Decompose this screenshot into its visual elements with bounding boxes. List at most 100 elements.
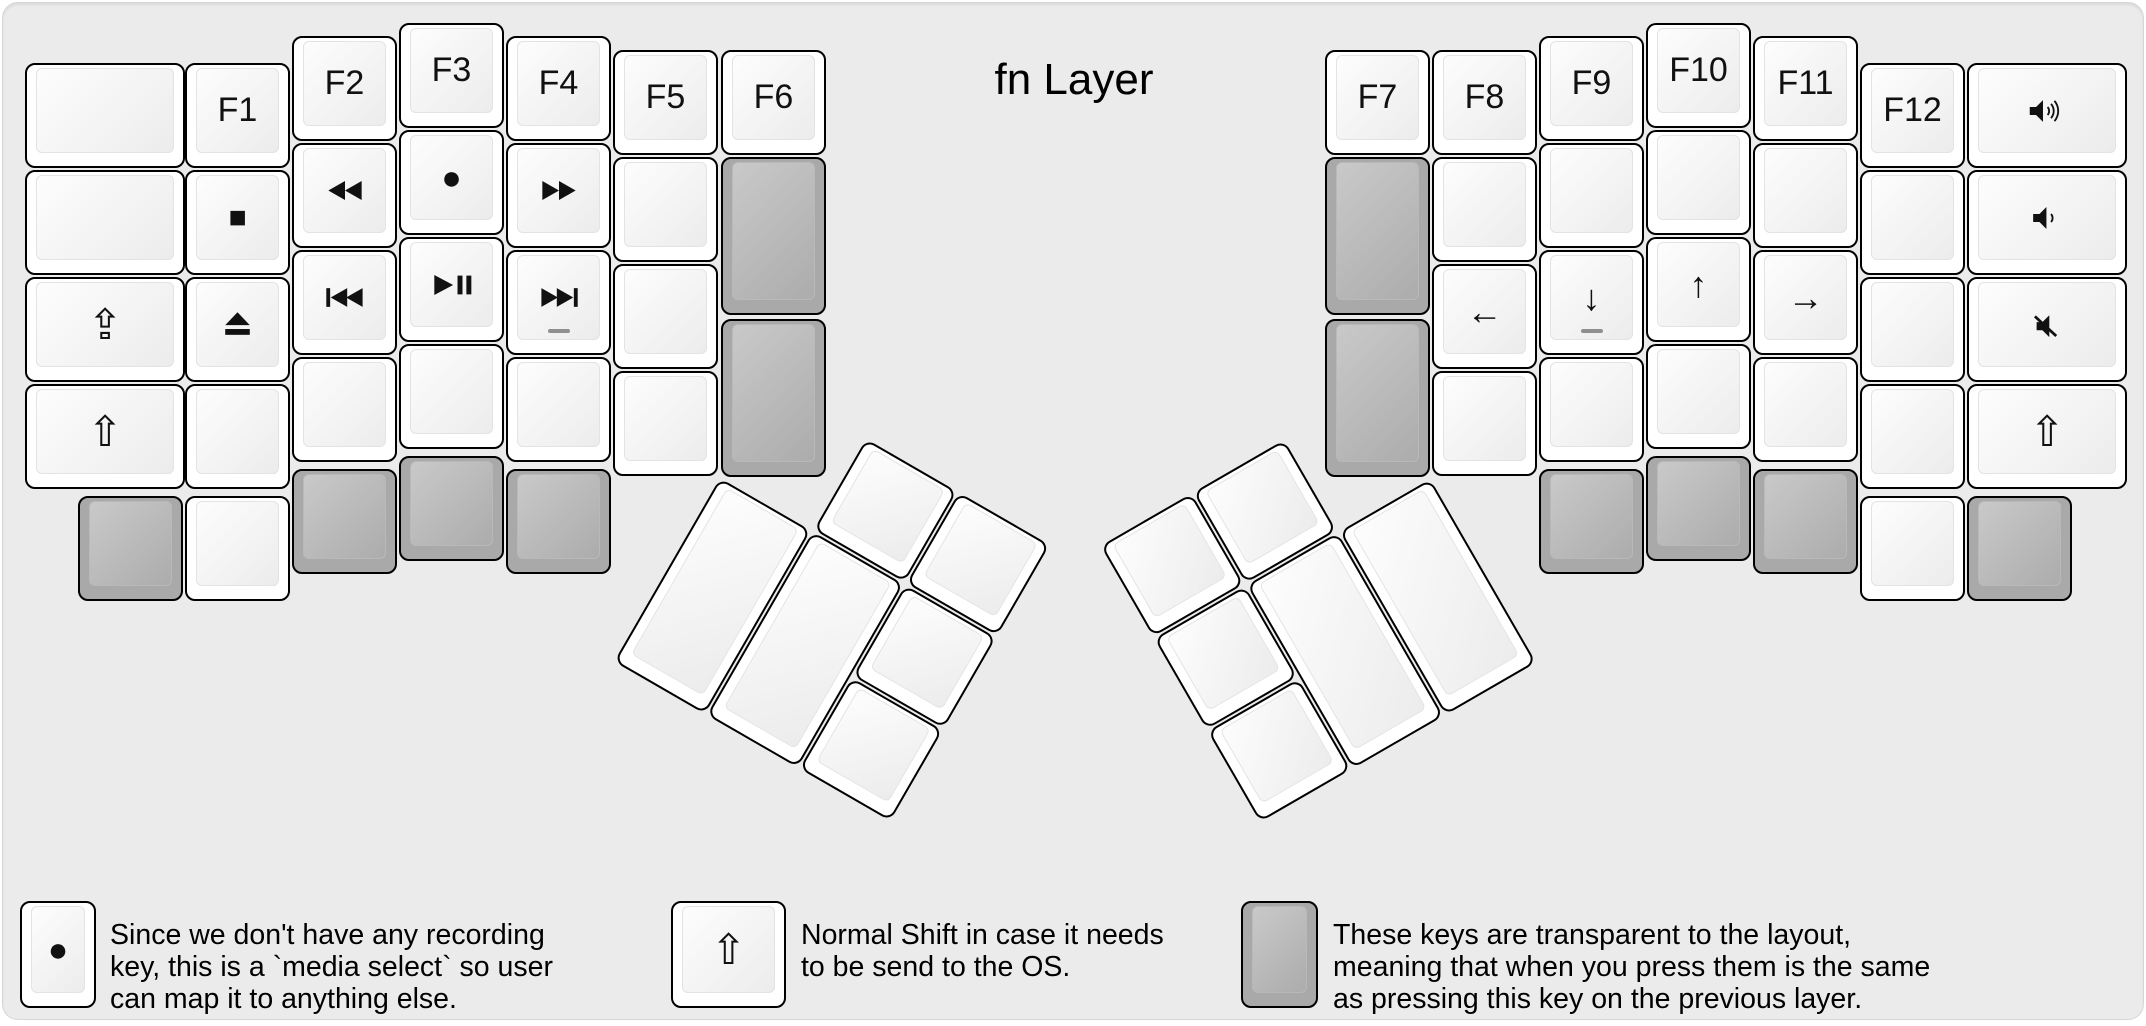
key-f7[interactable]: F7 — [1325, 50, 1430, 155]
key-transparent[interactable] — [1646, 456, 1751, 561]
key-blank[interactable] — [25, 170, 185, 275]
key-volume-down[interactable] — [1967, 170, 2127, 275]
legend-line: Normal Shift in case it needs — [801, 919, 1164, 951]
key-blank[interactable] — [1860, 170, 1965, 275]
key-shift[interactable]: ⇧ — [1967, 384, 2127, 489]
key-left-arrow[interactable]: ← — [1432, 264, 1537, 369]
keycap-surface — [1443, 162, 1526, 247]
keycap-surface — [1871, 175, 1954, 260]
keycap-surface — [624, 162, 707, 247]
legend-line: meaning that when you press them is the … — [1333, 951, 1931, 983]
legend-line: Since we don't have any recording — [110, 919, 545, 951]
key-next-track[interactable] — [506, 250, 611, 355]
keycap-surface — [1764, 362, 1847, 447]
key-eject[interactable] — [185, 277, 290, 382]
keycap-surface: F6 — [732, 55, 815, 140]
key-f11[interactable]: F11 — [1753, 36, 1858, 141]
key-label: F8 — [1464, 78, 1505, 116]
key-blank[interactable] — [1753, 357, 1858, 462]
key-play-pause[interactable] — [399, 237, 504, 342]
key-transparent[interactable] — [721, 157, 826, 315]
key-blank[interactable] — [1646, 130, 1751, 235]
key-up-arrow[interactable]: ↑ — [1646, 237, 1751, 342]
key-prev-track[interactable] — [292, 250, 397, 355]
keycap-surface — [517, 255, 600, 340]
keycap-surface — [1550, 362, 1633, 447]
key-f12[interactable]: F12 — [1860, 63, 1965, 168]
keycap-surface — [732, 162, 815, 300]
key-blank[interactable] — [1860, 277, 1965, 382]
key-transparent[interactable] — [399, 456, 504, 561]
key-blank[interactable] — [1539, 357, 1644, 462]
key-f8[interactable]: F8 — [1432, 50, 1537, 155]
key-right-arrow[interactable]: → — [1753, 250, 1858, 355]
key-blank[interactable] — [292, 357, 397, 462]
key-blank[interactable] — [185, 384, 290, 489]
keycap-surface: ■ — [196, 175, 279, 260]
key-transparent[interactable] — [78, 496, 183, 601]
key-transparent[interactable] — [506, 469, 611, 574]
key-label: F7 — [1357, 78, 1398, 116]
keycap-surface: F1 — [196, 68, 279, 153]
key-f5[interactable]: F5 — [613, 50, 718, 155]
key-f10[interactable]: F10 — [1646, 23, 1751, 128]
key-blank[interactable] — [506, 357, 611, 462]
key-blank[interactable] — [613, 264, 718, 369]
keycap-surface — [303, 474, 386, 559]
key-transparent[interactable] — [1753, 469, 1858, 574]
key-transparent[interactable] — [1967, 496, 2072, 601]
key-shift[interactable]: ⇧ — [25, 384, 185, 489]
key-blank[interactable] — [1432, 157, 1537, 262]
keycap-surface — [1336, 162, 1419, 300]
key-transparent[interactable] — [1325, 319, 1430, 477]
key-down-arrow[interactable]: ↓ — [1539, 250, 1644, 355]
legend-line: as pressing this key on the previous lay… — [1333, 983, 1863, 1015]
keycap-surface — [1871, 501, 1954, 586]
key-volume-up[interactable] — [1967, 63, 2127, 168]
legend-key-media-select: ● — [20, 901, 96, 1008]
key-transparent[interactable] — [1325, 157, 1430, 315]
key-blank[interactable] — [1753, 143, 1858, 248]
keycap-surface: F7 — [1336, 55, 1419, 140]
key-f9[interactable]: F9 — [1539, 36, 1644, 141]
key-caps-lock[interactable]: ⇪ — [25, 277, 185, 382]
keycap-surface — [1336, 324, 1419, 462]
key-transparent[interactable] — [292, 469, 397, 574]
key-blank[interactable] — [613, 157, 718, 262]
key-f2[interactable]: F2 — [292, 36, 397, 141]
volume-up-icon — [2024, 96, 2070, 126]
key-record[interactable]: ● — [399, 130, 504, 235]
key-blank[interactable] — [1860, 384, 1965, 489]
key-blank[interactable] — [1646, 344, 1751, 449]
key-f4[interactable]: F4 — [506, 36, 611, 141]
key-blank[interactable] — [613, 371, 718, 476]
keycap-surface: ← — [1443, 269, 1526, 354]
keycap-surface — [1978, 68, 2116, 153]
stop-icon: ■ — [228, 200, 247, 234]
keycap-surface: ↑ — [1657, 242, 1740, 327]
key-rewind[interactable] — [292, 143, 397, 248]
record-icon: ● — [441, 158, 462, 197]
key-fast-forward[interactable] — [506, 143, 611, 248]
key-blank[interactable] — [1539, 143, 1644, 248]
key-mute[interactable] — [1967, 277, 2127, 382]
key-transparent[interactable] — [1539, 469, 1644, 574]
shift-icon: ⇧ — [87, 407, 123, 455]
key-blank[interactable] — [1432, 371, 1537, 476]
keycap-surface — [1978, 175, 2116, 260]
keycap-surface: ⇧ — [36, 389, 174, 474]
key-f1[interactable]: F1 — [185, 63, 290, 168]
keycap-surface: F8 — [1443, 55, 1526, 140]
key-f6[interactable]: F6 — [721, 50, 826, 155]
keycap-surface: F9 — [1550, 41, 1633, 126]
key-stop[interactable]: ■ — [185, 170, 290, 275]
key-blank[interactable] — [185, 496, 290, 601]
mute-icon — [2028, 310, 2066, 340]
key-blank[interactable] — [1860, 496, 1965, 601]
key-blank[interactable] — [399, 344, 504, 449]
keycap-surface: F10 — [1657, 28, 1740, 113]
key-transparent[interactable] — [721, 319, 826, 477]
key-f3[interactable]: F3 — [399, 23, 504, 128]
key-blank[interactable] — [25, 63, 185, 168]
record-icon: ● — [47, 930, 69, 969]
